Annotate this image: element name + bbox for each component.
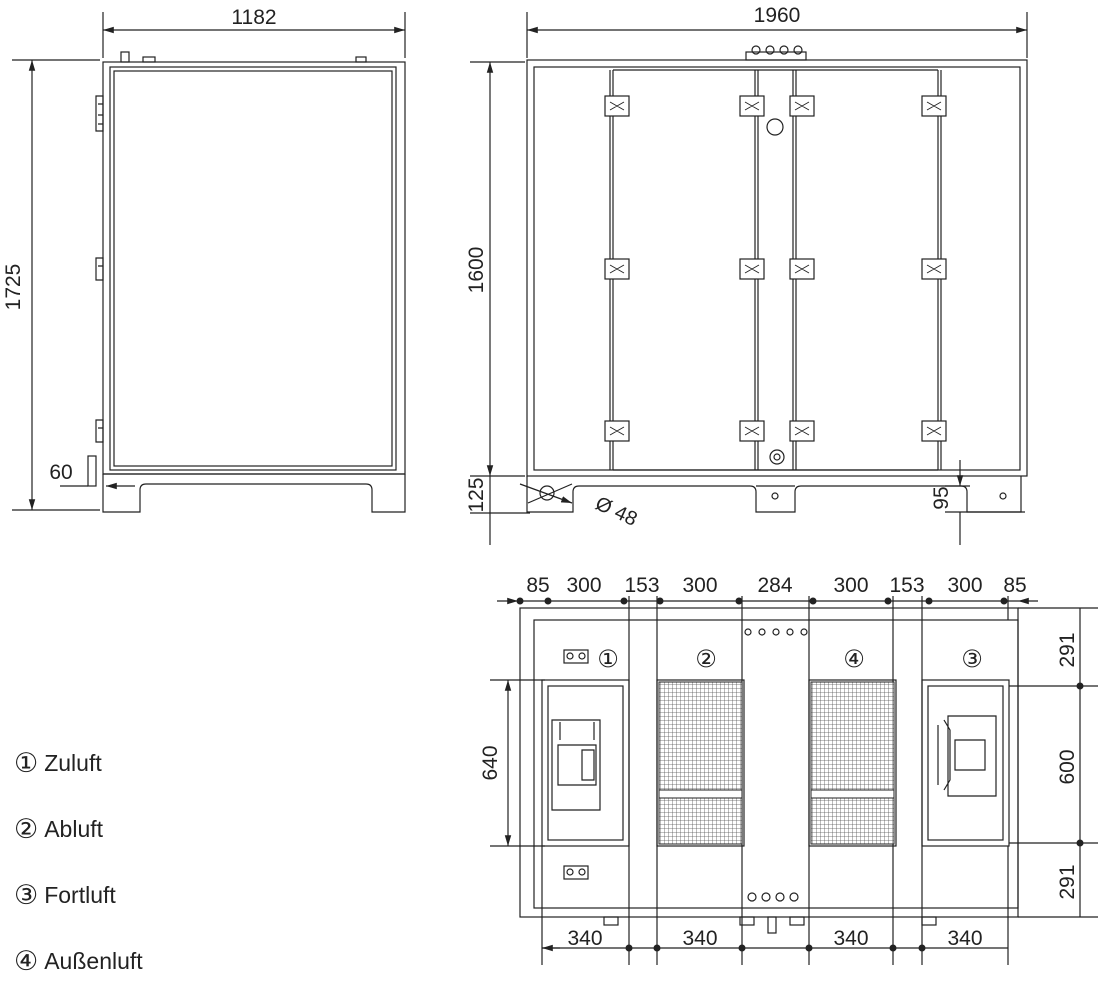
bottom-segment-label: 340 — [833, 927, 868, 950]
dimension-dot — [918, 944, 926, 952]
dimension-dot — [656, 597, 664, 605]
opening-2-grille — [658, 681, 743, 845]
top-segment-labels: 85 300 153 300 284 300 153 300 85 — [526, 574, 1026, 597]
dimension-dot — [1076, 839, 1084, 847]
main-switch-icon — [766, 118, 784, 136]
dimension-dot — [889, 944, 897, 952]
front-height-label: 1600 — [465, 247, 488, 294]
dimension-dots — [516, 597, 1084, 952]
front-view — [470, 12, 1028, 545]
top-segment-label: 300 — [833, 574, 868, 597]
dimension-dot — [620, 597, 628, 605]
bottom-segment-labels: 340 340 340 340 — [567, 927, 982, 950]
bottom-segment-label: 340 — [947, 927, 982, 950]
base-height-label: 125 — [465, 477, 488, 512]
top-segment-label: 300 — [682, 574, 717, 597]
opening-height-label: 640 — [479, 745, 502, 780]
bottom-port-icon — [769, 449, 785, 465]
port-label-3: ③ — [961, 646, 983, 673]
legend-item-aussenluft: ④ Außenluft — [14, 945, 143, 977]
top-segment-label: 300 — [947, 574, 982, 597]
dimension-dot — [925, 597, 933, 605]
foot-height-label: 95 — [930, 486, 953, 509]
top-segment-label: 300 — [566, 574, 601, 597]
hinge-icon — [95, 95, 104, 443]
opening-4-grille — [810, 681, 895, 845]
top-segment-label: 85 — [526, 574, 549, 597]
top-view — [490, 596, 1098, 965]
side-height-label: 1725 — [2, 264, 25, 311]
pipe-diameter-label: Ø 48 — [592, 493, 641, 531]
side-cabinet-outline — [102, 61, 406, 475]
right-dim-label-2: 600 — [1056, 749, 1079, 784]
drain-pipe-icon — [539, 485, 555, 501]
opening-1 — [541, 679, 630, 847]
dimension-dot — [1000, 597, 1008, 605]
dimension-dot — [735, 597, 743, 605]
side-view — [12, 12, 406, 513]
front-cabinet-outline — [526, 59, 1028, 477]
dimension-dot — [625, 944, 633, 952]
bottom-segment-label: 340 — [682, 927, 717, 950]
dimension-dot — [805, 944, 813, 952]
dimension-dot — [544, 597, 552, 605]
port-label-1: ① — [597, 646, 619, 673]
latch-icons — [604, 95, 947, 442]
right-dim-label-3: 291 — [1056, 864, 1079, 899]
dimension-dot — [884, 597, 892, 605]
legend-item-abluft: ② Abluft — [14, 813, 104, 845]
bottom-segment-label: 340 — [567, 927, 602, 950]
dimension-dot — [653, 944, 661, 952]
dimension-dot — [516, 597, 524, 605]
dimension-dot — [809, 597, 817, 605]
legend: ① Zuluft ② Abluft ③ Fortluft ④ Außenluft — [14, 730, 214, 994]
side-offset-label: 60 — [49, 461, 72, 484]
port-label-4: ④ — [843, 646, 865, 673]
top-segment-label: 284 — [757, 574, 792, 597]
legend-item-zuluft: ① Zuluft — [14, 747, 102, 779]
top-segment-label: 85 — [1003, 574, 1026, 597]
top-segment-label: 153 — [624, 574, 659, 597]
legend-item-fortluft: ③ Fortluft — [14, 879, 116, 911]
right-dim-label-1: 291 — [1056, 632, 1079, 667]
side-width-label: 1182 — [231, 6, 276, 29]
front-width-label: 1960 — [754, 4, 801, 27]
technical-drawing: 1182 1725 60 — [2, 4, 1098, 965]
top-cabinet-outline — [519, 607, 1019, 918]
dimension-dot — [1076, 682, 1084, 690]
dimension-dot — [738, 944, 746, 952]
port-label-2: ② — [695, 646, 717, 673]
top-segment-label: 153 — [889, 574, 924, 597]
